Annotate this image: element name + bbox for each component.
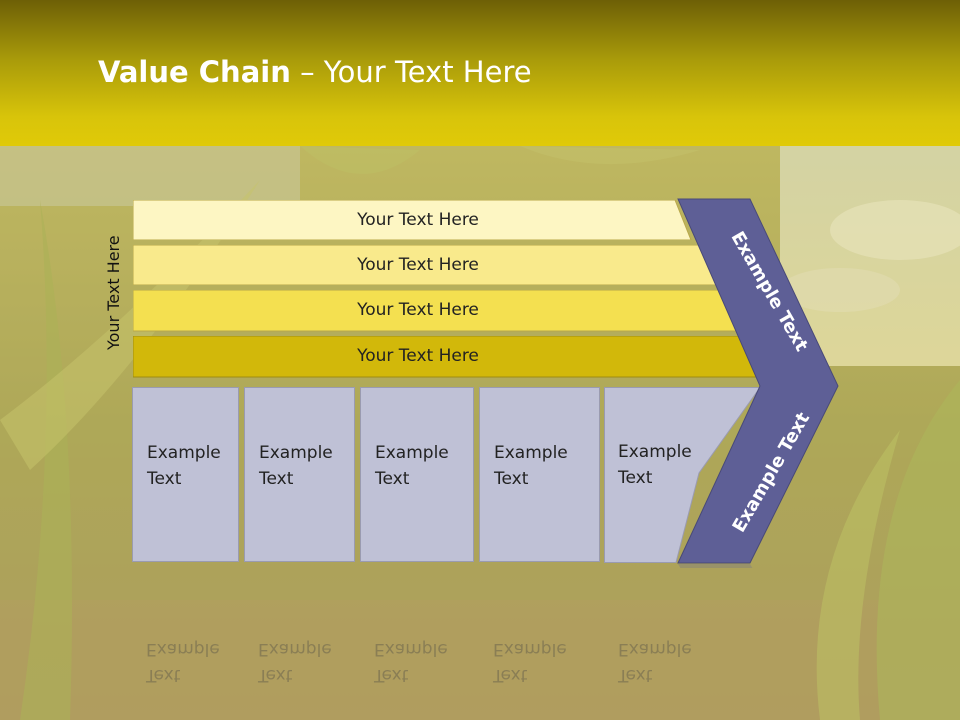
title-bold: Value Chain — [98, 55, 291, 89]
title-bar: Value Chain – Your Text Here — [0, 0, 960, 146]
card-5-shape — [604, 387, 761, 563]
band-label: Your Text Here — [357, 255, 479, 275]
chevron-arrow: Example Text Example Text — [670, 198, 850, 598]
side-label: Your Text Here — [104, 235, 123, 350]
band-label: Your Text Here — [357, 210, 479, 230]
title-rest: – Your Text Here — [290, 55, 532, 89]
band-label: Your Text Here — [357, 346, 479, 366]
band-label: Your Text Here — [357, 300, 479, 320]
slide-title: Value Chain – Your Text Here — [98, 55, 532, 89]
